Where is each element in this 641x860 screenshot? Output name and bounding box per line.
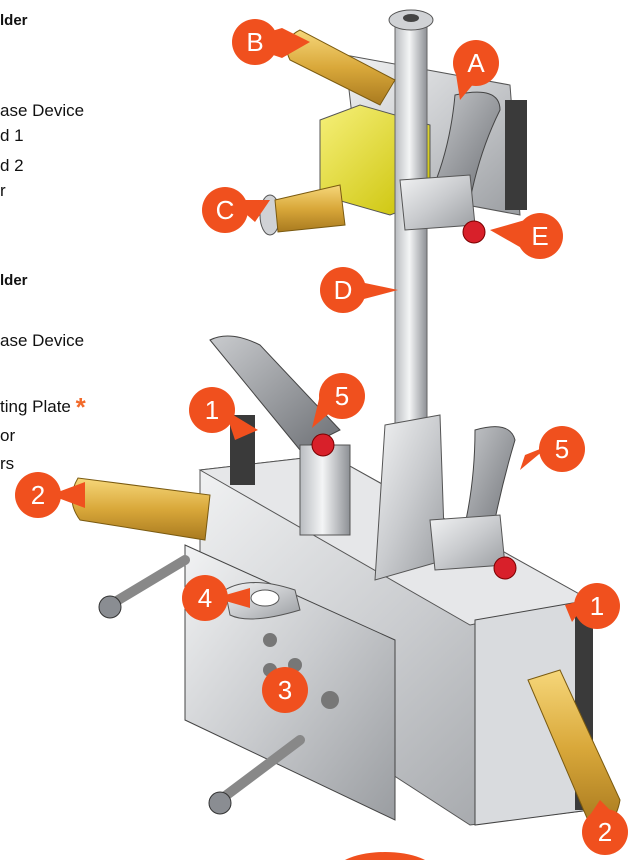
section-header-1: lder — [0, 12, 28, 29]
callout-2-left-label: 2 — [31, 480, 45, 510]
callout-3: 3 — [262, 667, 308, 713]
asterisk-icon: * — [75, 392, 86, 422]
callout-5-left: 5 — [312, 373, 365, 428]
label-mounting-plate-text: ting Plate — [0, 397, 71, 416]
callout-2-bottom: 2 — [582, 800, 628, 855]
callout-1-right-label: 1 — [590, 591, 604, 621]
bolt-bottom — [208, 735, 305, 815]
callout-c: C — [202, 187, 270, 233]
callout-4-label: 4 — [198, 583, 212, 613]
section-header-2: lder — [0, 272, 28, 289]
label-base-device-1: ase Device — [0, 101, 85, 120]
callout-5-left-label: 5 — [335, 381, 349, 411]
upper-assembly — [259, 9, 527, 441]
callout-2-bottom-label: 2 — [598, 817, 612, 847]
callout-e: E — [490, 213, 563, 259]
bolt-top — [98, 555, 190, 619]
callout-3-label: 3 — [278, 675, 292, 705]
callout-1-right: 1 — [565, 583, 620, 629]
callout-d: D — [320, 267, 398, 313]
label-r: r — [0, 181, 6, 200]
callout-c-label: C — [216, 195, 235, 225]
callout-a: A — [453, 40, 499, 100]
callout-e-label: E — [531, 221, 548, 251]
label-base-device-2: ase Device — [0, 331, 85, 350]
callout-1-left: 1 — [189, 387, 258, 440]
label-mounting-plate: ting Plate * — [0, 392, 86, 420]
base-assembly — [71, 335, 621, 827]
callout-d-label: D — [334, 275, 353, 305]
callout-5-right-label: 5 — [555, 434, 569, 464]
callout-b-label: B — [246, 27, 263, 57]
callout-partial-bottom — [345, 852, 425, 860]
label-d2: d 2 — [0, 156, 24, 175]
label-or: or — [0, 426, 16, 445]
callout-4: 4 — [182, 575, 250, 621]
callout-a-label: A — [467, 48, 485, 78]
callout-2-left: 2 — [15, 472, 85, 518]
label-rs: rs — [0, 454, 15, 473]
callout-1-left-label: 1 — [205, 395, 219, 425]
callout-5-right: 5 — [520, 426, 585, 472]
label-d1: d 1 — [0, 126, 24, 145]
callout-b: B — [232, 19, 310, 65]
